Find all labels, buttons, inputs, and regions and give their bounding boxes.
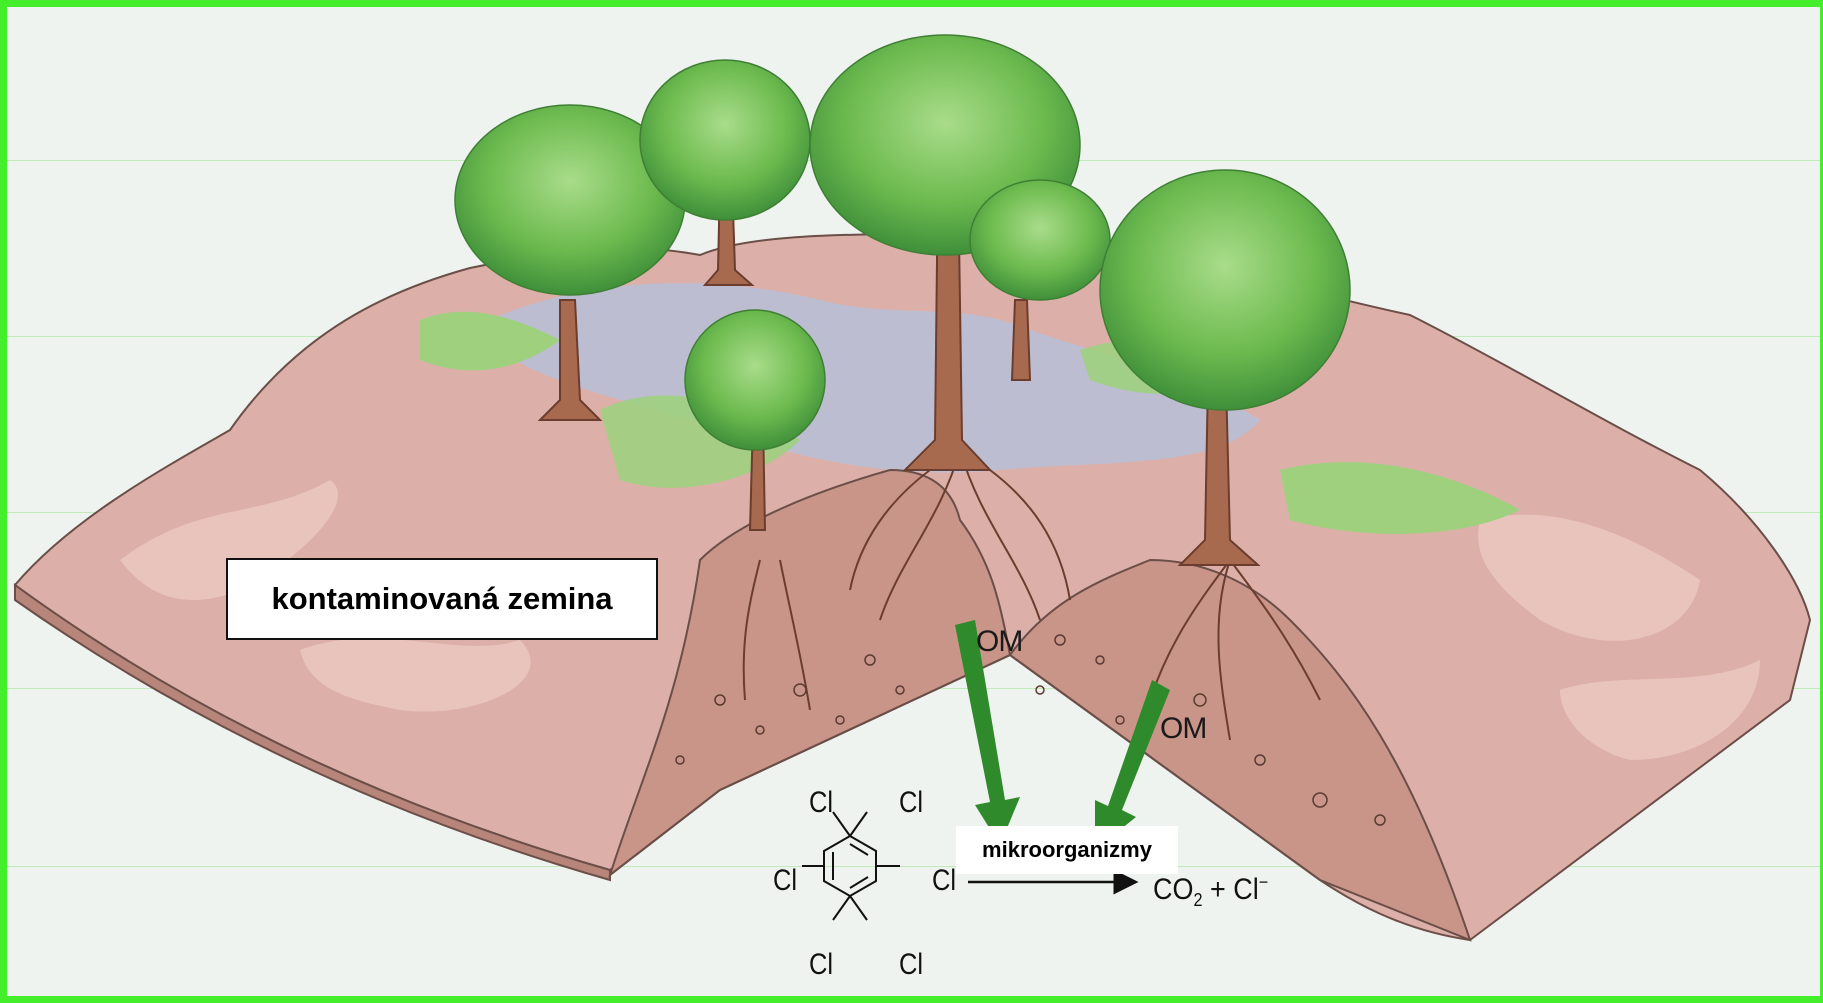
hexachlorobenzene-structure <box>802 812 900 920</box>
organic-matter-label-right: OM <box>1160 712 1206 746</box>
product-co2-subscript: 2 <box>1194 890 1203 910</box>
microorganisms-label: mikroorganizmy <box>956 826 1178 874</box>
product-co2: CO <box>1153 873 1194 906</box>
reaction-products: CO2 + Cl− <box>1153 872 1268 911</box>
chlorine-bottom-right: Cl <box>899 948 923 982</box>
chlorine-top-left: Cl <box>809 786 833 820</box>
organic-matter-label-left: OM <box>976 625 1022 659</box>
product-chloride-charge: − <box>1259 872 1268 892</box>
chlorine-right: Cl <box>932 864 956 898</box>
chlorine-left: Cl <box>773 864 797 898</box>
chlorine-bottom-left: Cl <box>809 948 833 982</box>
chlorine-top-right: Cl <box>899 786 923 820</box>
contaminated-soil-label: kontaminovaná zemina <box>226 558 658 640</box>
product-chloride: + Cl <box>1203 873 1259 906</box>
